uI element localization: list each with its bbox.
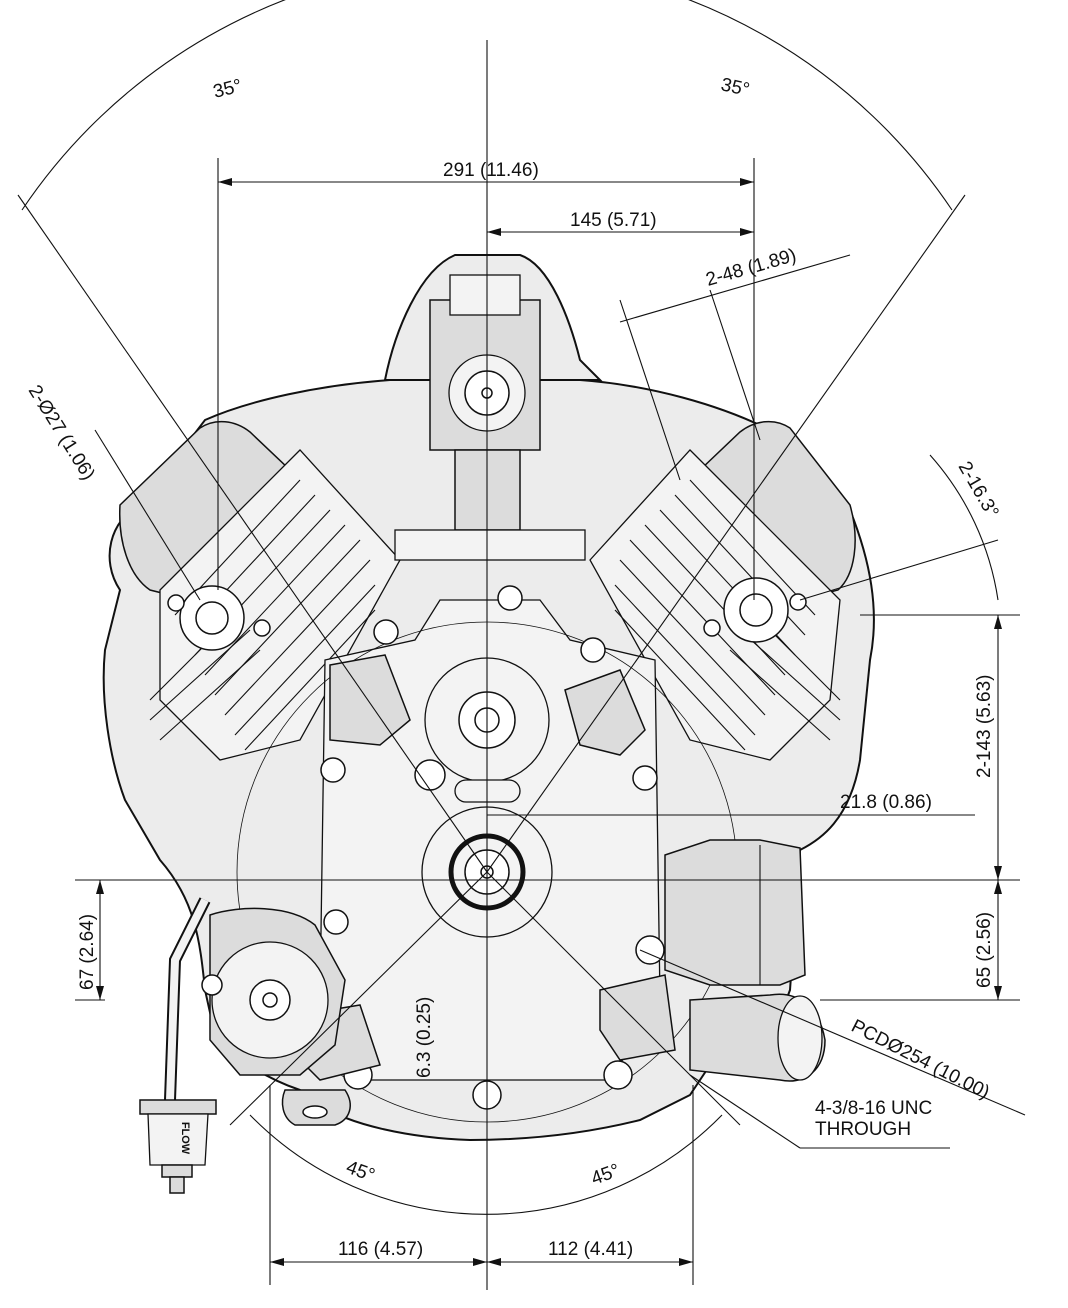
alternator bbox=[201, 907, 346, 1076]
angle-bottom-left: 45° bbox=[343, 1157, 377, 1187]
dim-bolt-line-2: THROUGH bbox=[815, 1119, 911, 1140]
dim-center-6-3: 6.3 (0.25) bbox=[414, 997, 435, 1078]
angle-bottom-right: 45° bbox=[589, 1160, 623, 1190]
dim-21-8: 21.8 (0.86) bbox=[840, 792, 932, 813]
dim-bottom-left: 116 (4.57) bbox=[338, 1239, 423, 1260]
angle-top-right: 35° bbox=[719, 74, 751, 101]
starter-motor bbox=[664, 839, 806, 986]
dim-pcd: PCDØ254 (10.00) bbox=[848, 1016, 993, 1104]
dim-left-67: 67 (2.64) bbox=[77, 914, 98, 990]
dimension-lines bbox=[17, 0, 1026, 1285]
angle-right-tilt: 2-16.3° bbox=[954, 458, 1003, 522]
oil-filter bbox=[689, 993, 826, 1082]
right-cylinder-block bbox=[589, 449, 841, 761]
crankcase bbox=[236, 585, 738, 1123]
dim-half-width: 145 (5.71) bbox=[570, 210, 657, 231]
left-cylinder-block bbox=[159, 449, 401, 761]
fuel-filter: FLOW bbox=[139, 897, 217, 1194]
dim-overall-width: 291 (11.46) bbox=[443, 160, 539, 181]
dim-2-143: 2-143 (5.63) bbox=[974, 674, 995, 778]
dim-bottom-right: 112 (4.41) bbox=[548, 1239, 633, 1260]
left-cylinder bbox=[119, 420, 401, 761]
dim-hole-2-027: 2-Ø27 (1.06) bbox=[24, 382, 99, 484]
fuel-filter-flow-label: FLOW bbox=[179, 1122, 191, 1155]
dim-right-65: 65 (2.56) bbox=[974, 912, 995, 988]
right-cylinder bbox=[589, 420, 856, 761]
engine-body: FLOW bbox=[102, 254, 875, 1194]
dim-bolt-line-1: 4-3/8-16 UNC bbox=[815, 1098, 932, 1119]
angle-top-left: 35° bbox=[211, 76, 244, 103]
center-lines bbox=[75, 40, 1020, 1290]
